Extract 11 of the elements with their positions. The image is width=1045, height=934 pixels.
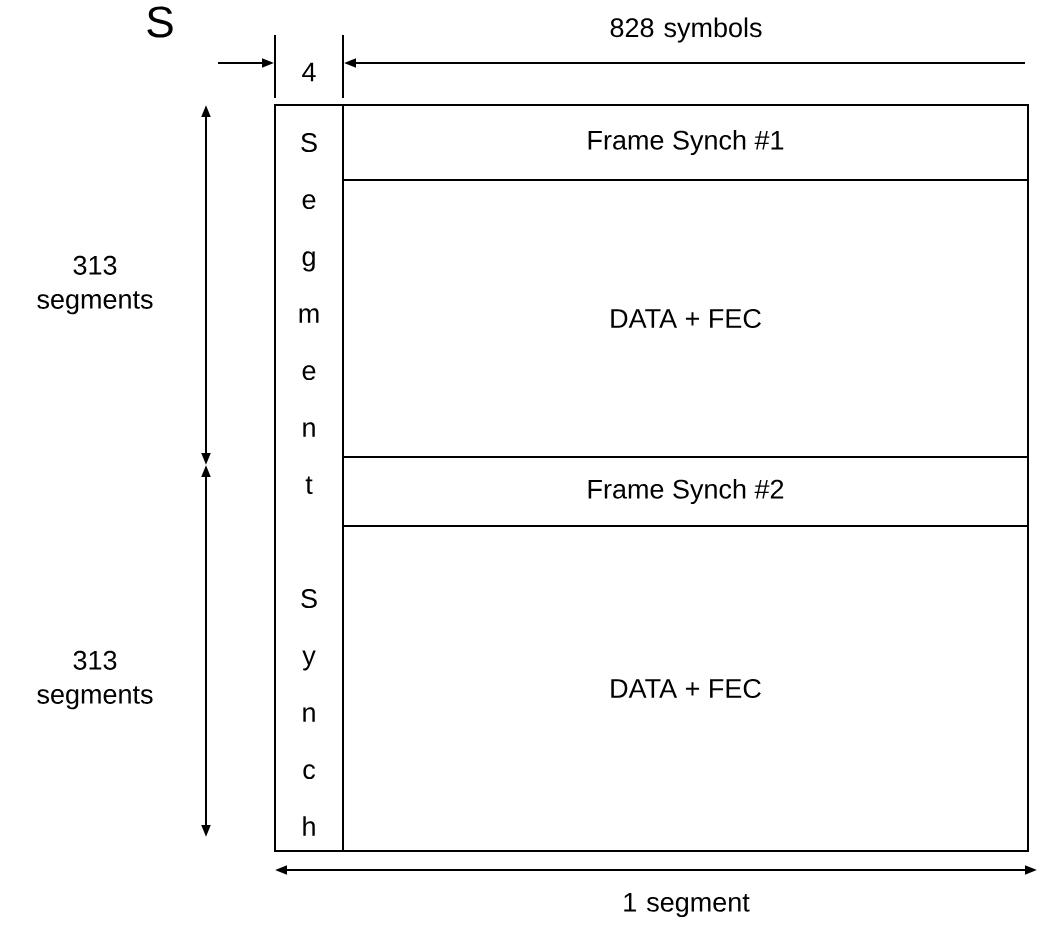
band-box: Frame Synch #2 bbox=[342, 456, 1029, 527]
data-box: DATA + FEC bbox=[342, 179, 1029, 458]
dimension-label: 313 segments bbox=[37, 650, 153, 710]
data-box: DATA + FEC bbox=[342, 525, 1029, 852]
dimension-label: 828 symbols bbox=[610, 17, 762, 43]
band-box: Frame Synch #1 bbox=[342, 104, 1029, 181]
dimension-label: 313 segments bbox=[37, 255, 153, 315]
partial-letter: S bbox=[147, 6, 173, 38]
dimension-label: 1 segment bbox=[624, 892, 750, 918]
column-box: Segment Synch bbox=[274, 104, 344, 852]
dimension-label: 4 bbox=[302, 62, 316, 82]
